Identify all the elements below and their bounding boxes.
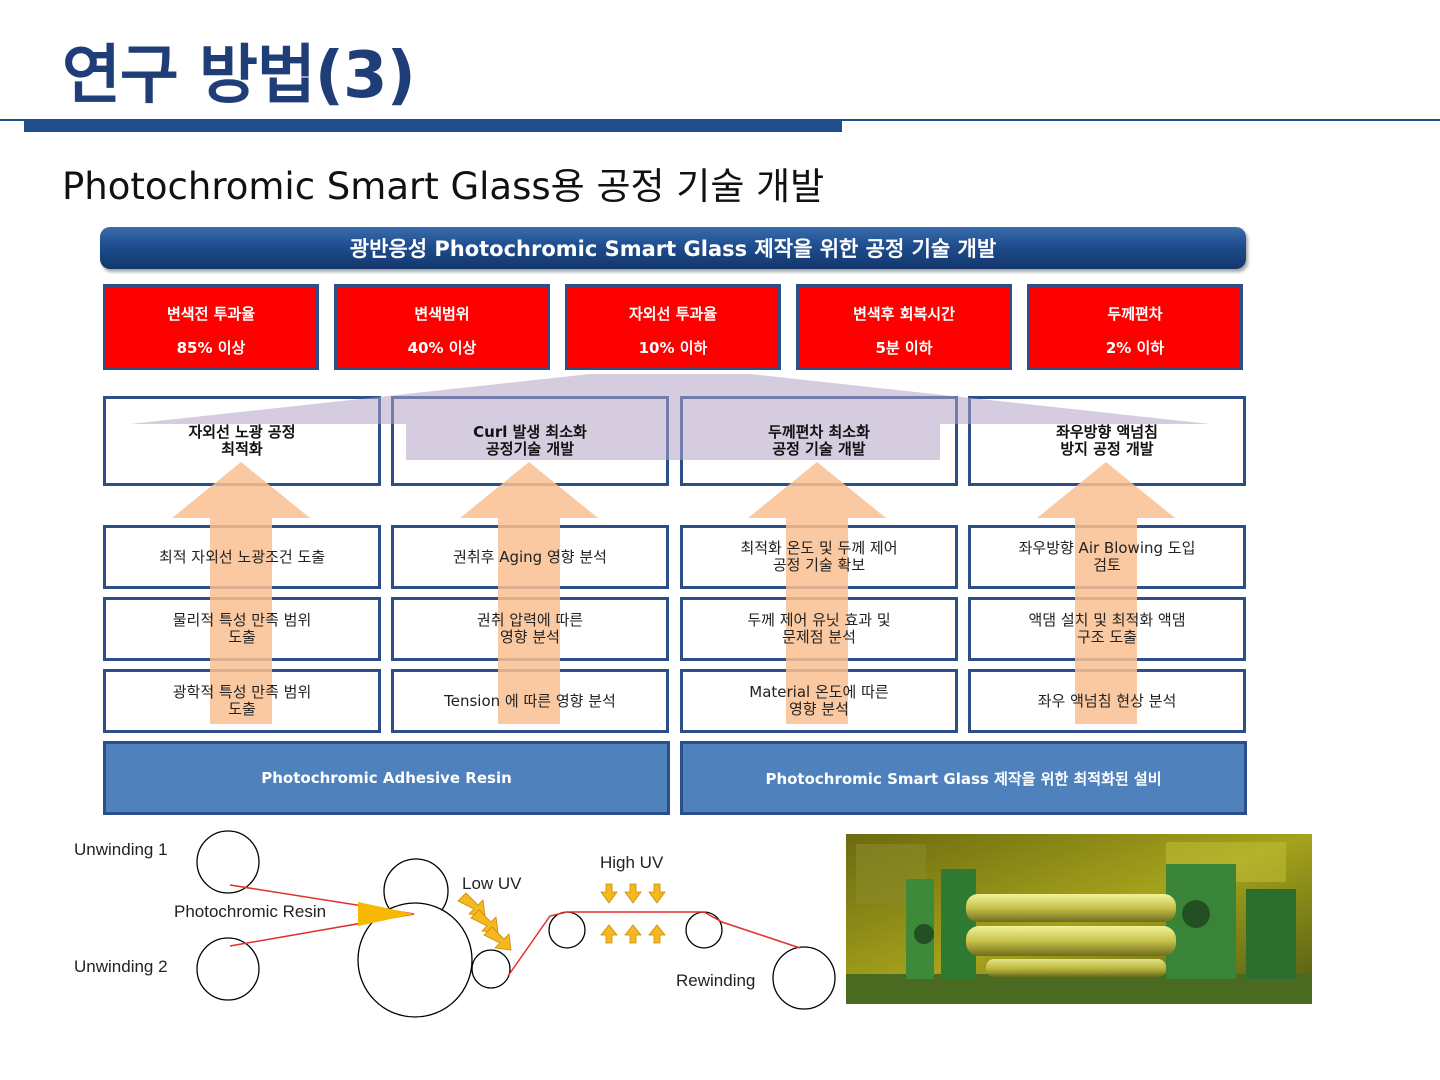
low-uv-arrow (470, 909, 499, 934)
goal-text: 자외선 노광 공정 최적화 (188, 423, 296, 458)
target-value: 5분 이하 (875, 339, 933, 357)
title-rule-thick (24, 120, 842, 132)
target-label: 두께편차 (1107, 305, 1163, 323)
target-value: 10% 이하 (638, 339, 708, 357)
target-box-3: 자외선 투과율 10% 이하 (565, 284, 781, 370)
high-uv-arrows-down (600, 883, 666, 904)
task-text: 두께 제어 유닛 효과 및 문제점 분석 (747, 611, 891, 646)
low-uv-arrow (483, 926, 512, 951)
resin-wedge (358, 902, 414, 926)
task-text: 좌우방향 Air Blowing 도입 검토 (1018, 539, 1196, 574)
guide-roll-left (548, 911, 586, 949)
label-photochromic-resin: Photochromic Resin (174, 902, 327, 921)
target-box-2: 변색범위 40% 이상 (334, 284, 550, 370)
goal-text: 두께편차 최소화 공정 기술 개발 (768, 423, 870, 458)
target-box-5: 두께편차 2% 이하 (1027, 284, 1243, 370)
label-high-uv: High UV (600, 853, 664, 872)
low-uv-arrow (457, 892, 486, 917)
task-text: 물리적 특성 만족 범위 도출 (172, 611, 312, 646)
task-text: Material 온도에 따른 영향 분석 (749, 683, 889, 718)
foundation-box-equipment: Photochromic Smart Glass 제작을 위한 최적화된 설비 (680, 741, 1247, 815)
task-text: 권취후 Aging 영향 분석 (453, 547, 607, 566)
task-text: 좌우 액넘침 현상 분석 (1037, 691, 1177, 710)
page-title: 연구 방법(3) (62, 39, 416, 113)
goal-text: Curl 발생 최소화 공정기술 개발 (473, 423, 587, 458)
machine-frame (941, 869, 976, 979)
target-label: 변색범위 (414, 305, 470, 323)
foundation-box-resin: Photochromic Adhesive Resin (103, 741, 670, 815)
high-uv-arrow-up (600, 924, 618, 944)
task-text: 광학적 특성 만족 범위 도출 (172, 683, 312, 718)
main-roll (357, 902, 473, 1018)
target-value: 85% 이상 (176, 339, 246, 357)
high-uv-arrows-up (600, 924, 666, 944)
label-low-uv: Low UV (462, 874, 522, 893)
label-unwinding-2: Unwinding 2 (74, 957, 168, 976)
task-text: 액댐 설치 및 최적화 액댐 구조 도출 (1028, 611, 1186, 646)
film-roll (966, 926, 1176, 956)
subtitle: Photochromic Smart Glass용 공정 기술 개발 (62, 165, 825, 208)
high-uv-arrow-down (600, 883, 618, 904)
target-label: 변색후 회복시간 (853, 305, 955, 323)
banner: 광반응성 Photochromic Smart Glass 제작을 위한 공정 … (100, 227, 1246, 269)
guide-roll-right (685, 911, 723, 949)
target-box-1: 변색전 투과율 85% 이상 (103, 284, 319, 370)
unwinding-1-roll (196, 830, 260, 894)
target-value: 40% 이상 (407, 339, 477, 357)
machine-wheel (1182, 900, 1210, 928)
nip-roll (471, 949, 511, 989)
unwinding-2-roll (196, 937, 260, 1001)
film-roll (966, 894, 1176, 922)
task-text: Tension 에 따른 영향 분석 (444, 691, 616, 710)
low-uv-arrows (457, 892, 512, 951)
task-text: 최적화 온도 및 두께 제어 공정 기술 확보 (740, 539, 898, 574)
machine-frame (1246, 889, 1296, 979)
goal-text: 좌우방향 액넘침 방지 공정 개발 (1056, 423, 1158, 458)
high-uv-arrow-up (624, 924, 642, 944)
label-unwinding-1: Unwinding 1 (74, 840, 168, 859)
task-text: 권취 압력에 따른 영향 분석 (476, 611, 584, 646)
machine-wheel (914, 924, 934, 944)
film-roll (986, 959, 1166, 977)
high-uv-arrow-up (648, 924, 666, 944)
target-value: 2% 이하 (1105, 339, 1165, 357)
equipment-photo (846, 834, 1312, 1004)
high-uv-arrow-down (624, 883, 642, 904)
target-label: 변색전 투과율 (166, 305, 256, 323)
rewinding-roll (772, 946, 836, 1010)
top-roll (383, 858, 449, 924)
web-line (507, 911, 801, 977)
task-text: 최적 자외선 노광조건 도출 (158, 547, 326, 566)
target-box-4: 변색후 회복시간 5분 이하 (796, 284, 1012, 370)
label-rewinding: Rewinding (676, 971, 756, 990)
high-uv-arrow-down (648, 883, 666, 904)
target-label: 자외선 투과율 (628, 305, 718, 323)
